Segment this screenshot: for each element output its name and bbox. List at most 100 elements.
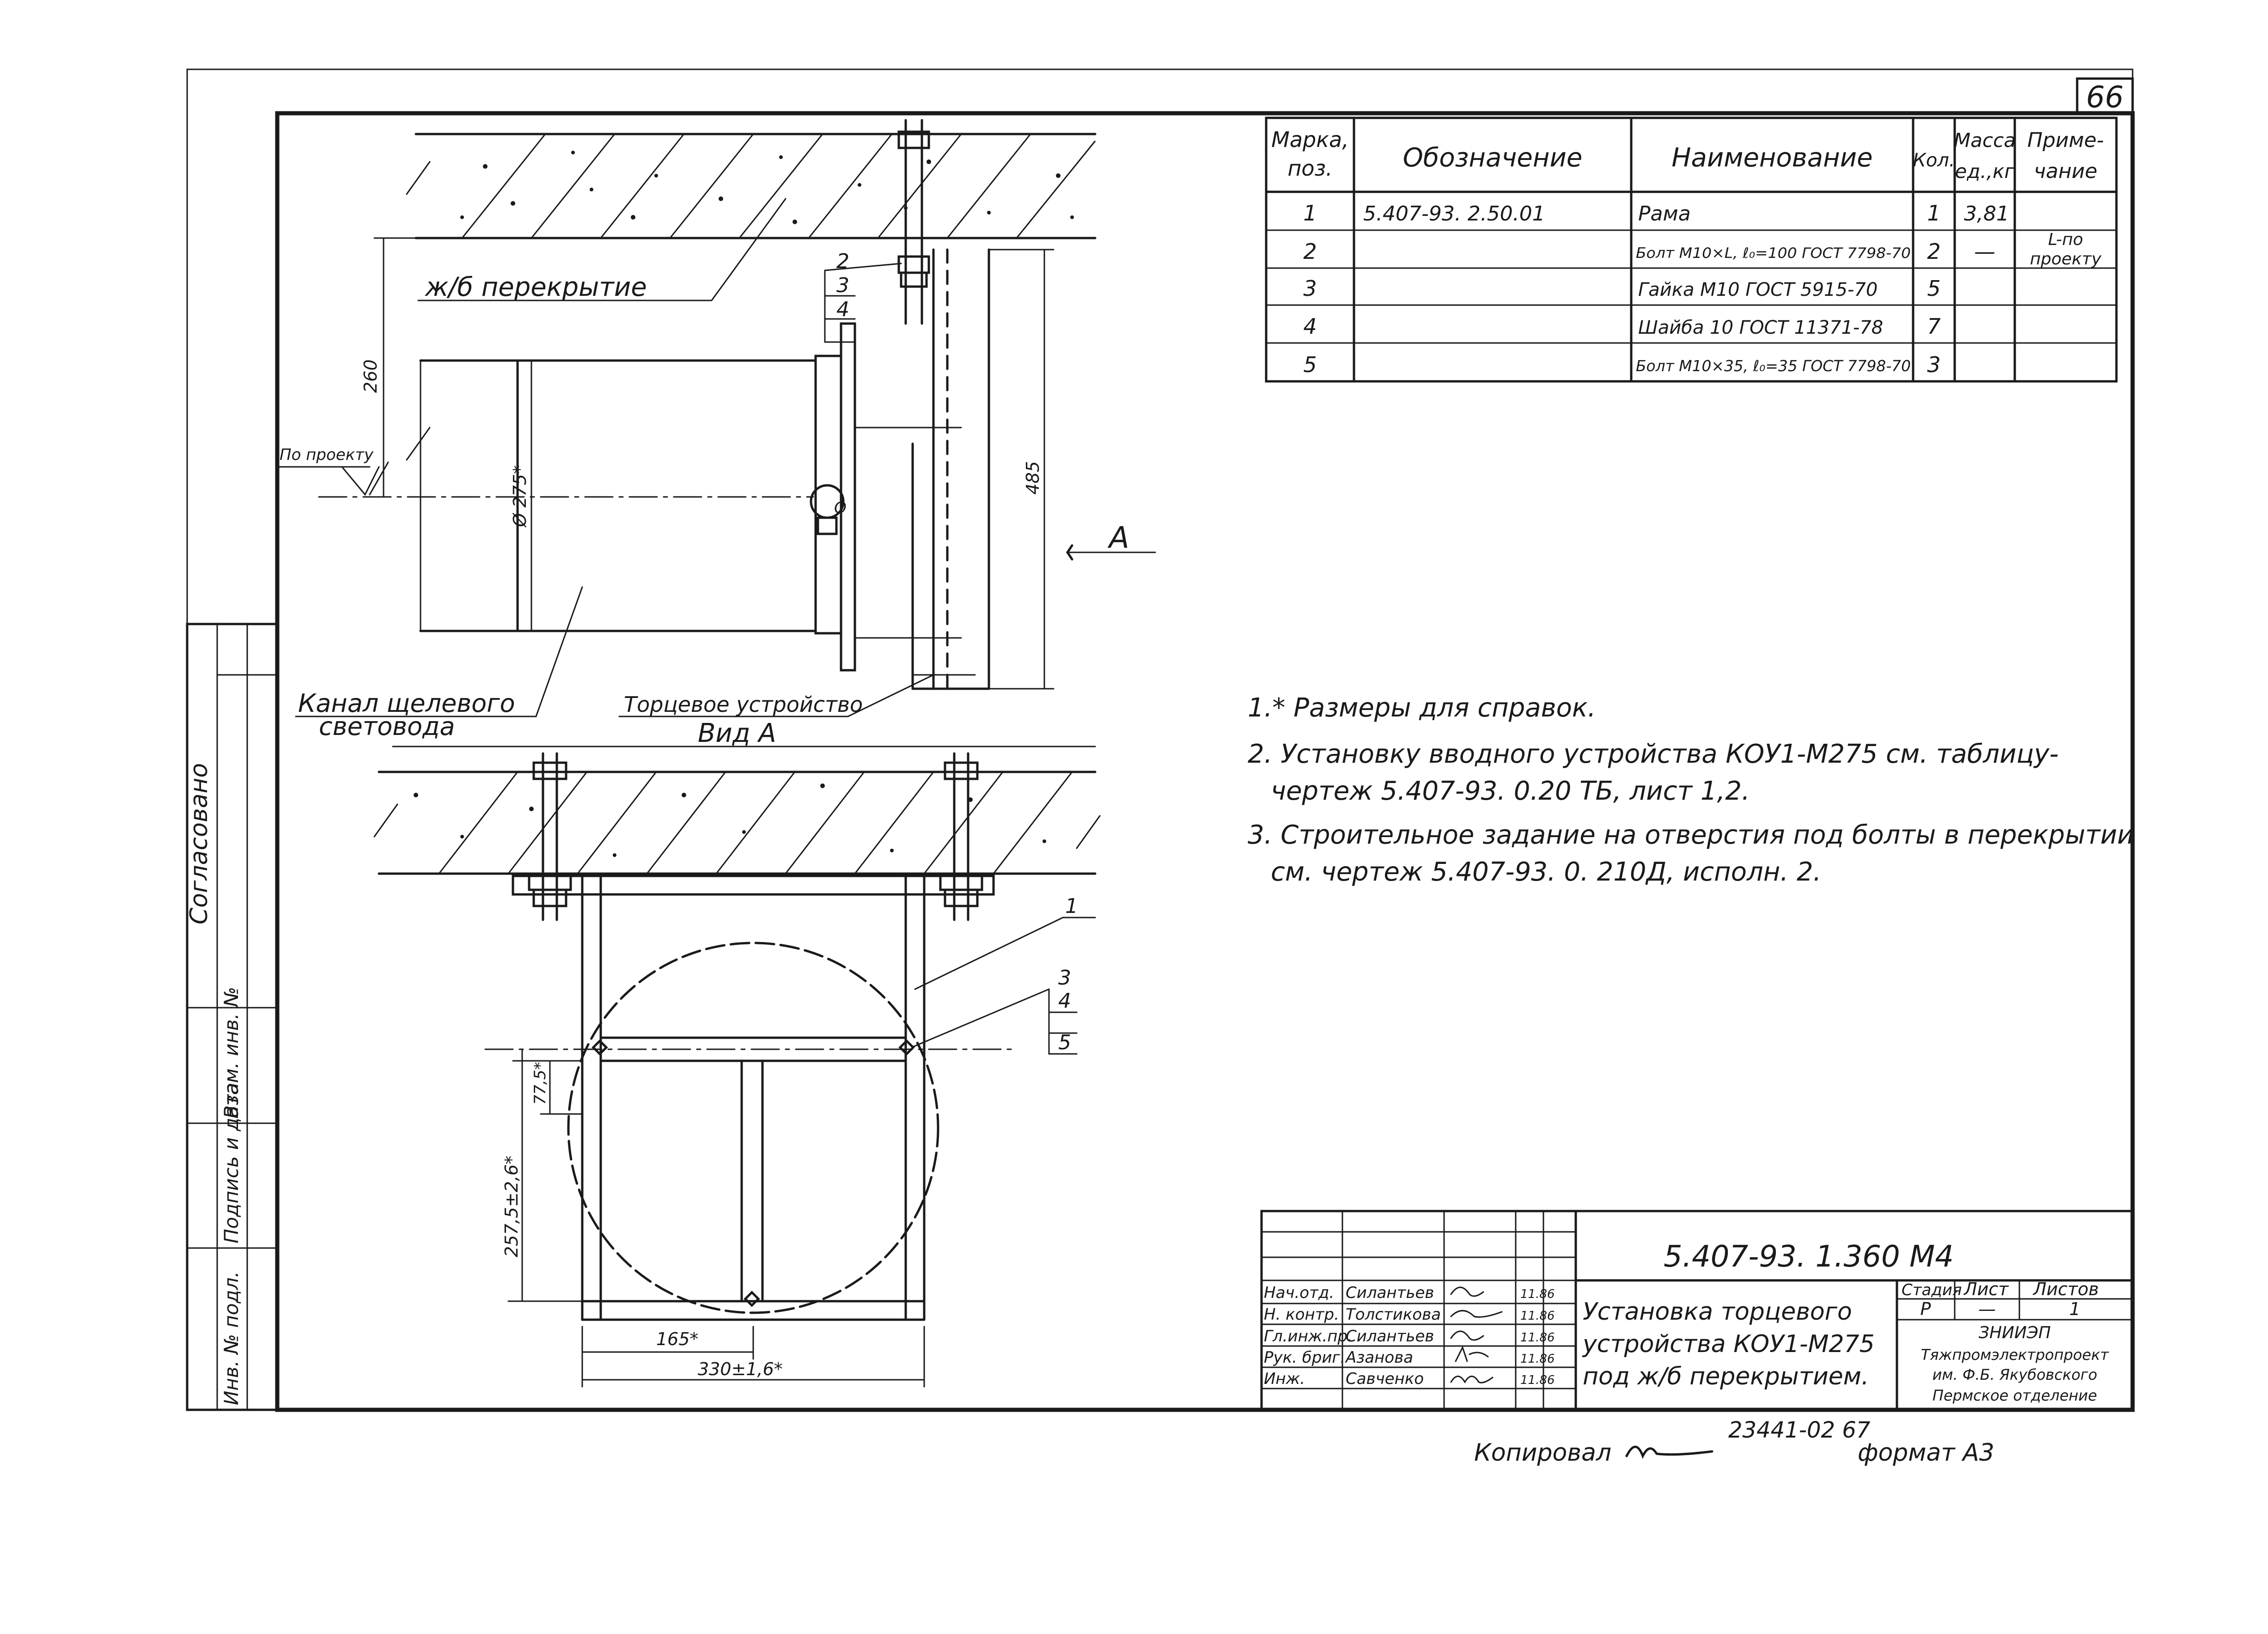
channel-label-l2: световода xyxy=(319,712,455,741)
org-line-3: им. Ф.Б. Якубовского xyxy=(1933,1366,2097,1383)
stage-value: Р xyxy=(1920,1299,1931,1319)
by-project-label: По проекту xyxy=(280,446,374,464)
spec-row-qty: 5 xyxy=(1927,276,1940,301)
slab-label: ж/б перекрытие xyxy=(424,272,647,302)
role-label: Рук. бриг. xyxy=(1264,1348,1345,1367)
sheet-number: 66 xyxy=(2086,80,2123,115)
dim-485: 485 xyxy=(1023,461,1043,495)
copied-label: Копировал xyxy=(1474,1439,1611,1467)
note-2-line-2: чертеж 5.407-93. 0.20 ТБ, лист 1,2. xyxy=(1271,776,1750,806)
copied-signature xyxy=(1625,1445,1713,1459)
concrete-slab-bottom xyxy=(373,771,1101,875)
spec-row-mass: 3,81 xyxy=(1964,202,2009,226)
sign-date-label: Подпись и дата xyxy=(220,1083,243,1243)
spec-row-qty: 3 xyxy=(1927,352,1940,377)
section-view xyxy=(279,119,1156,747)
note-3-line-2: см. чертеж 5.407-93. 0. 210Д, исполн. 2. xyxy=(1271,857,1821,887)
dimensions-top xyxy=(279,237,1055,690)
role-label: Н. контр. xyxy=(1264,1305,1339,1324)
org-line-1: ЗНИИЭП xyxy=(1979,1323,2051,1342)
channel-label-l1: Канал щелевого xyxy=(298,689,515,718)
spec-row-name: Гайка М10 ГОСТ 5915-70 xyxy=(1638,279,1878,300)
view-a-frame xyxy=(484,875,1018,1321)
spec-row-mark: 2 xyxy=(1303,239,1317,264)
end-device-bracket xyxy=(810,248,990,690)
role-name: Толстикова xyxy=(1346,1305,1441,1324)
role-label: Гл.инж.пр. xyxy=(1264,1327,1353,1346)
role-name: Силантьев xyxy=(1346,1284,1434,1302)
spec-header-mark-l1: Марка, xyxy=(1271,127,1349,152)
signature-mark xyxy=(1455,1346,1489,1362)
doc-code: 5.407-93. 1.360 М4 xyxy=(1664,1240,1954,1274)
spec-header-mass-l1: Масса xyxy=(1954,129,2016,152)
bolt-top xyxy=(897,119,930,325)
role-name: Силантьев xyxy=(1346,1327,1434,1346)
view-a-dimensions xyxy=(507,917,1096,1388)
role-name: Савченко xyxy=(1346,1370,1424,1388)
callout-2: 2 xyxy=(836,250,849,273)
dim-diameter: Ø 275* xyxy=(510,465,530,528)
role-date: 11.86 xyxy=(1520,1331,1555,1345)
role-date: 11.86 xyxy=(1520,1373,1555,1387)
note-3-line-1: 3. Строительное задание на отверстия под… xyxy=(1248,820,2134,850)
role-label: Нач.отд. xyxy=(1264,1284,1334,1302)
spec-header-mass-l2: ед.,кг xyxy=(1955,160,2015,183)
inv-number: 23441-02 67 xyxy=(1728,1417,1871,1443)
title-line-2: устройства КОУ1-М275 xyxy=(1582,1330,1875,1358)
leaders-top xyxy=(295,198,1156,747)
dim-260: 260 xyxy=(360,359,381,393)
callout-1: 1 xyxy=(1065,894,1078,918)
title-block-grid xyxy=(1260,1210,2134,1411)
dim-330: 330±1,6* xyxy=(698,1359,783,1379)
title-line-1: Установка торцевого xyxy=(1583,1298,1852,1326)
spec-header-qty: Кол. xyxy=(1913,150,1955,171)
role-name: Азанова xyxy=(1345,1348,1413,1367)
role-label: Инж. xyxy=(1264,1370,1305,1388)
spec-row-qty: 7 xyxy=(1927,314,1940,339)
spec-row-name: Шайба 10 ГОСТ 11371-78 xyxy=(1638,317,1883,338)
spec-row-name: Рама xyxy=(1638,202,1691,226)
signature-mark xyxy=(1450,1330,1484,1341)
title-line-3: под ж/б перекрытием. xyxy=(1583,1363,1869,1390)
concrete-slab-top xyxy=(406,133,1097,239)
arrow-a-label: А xyxy=(1107,521,1129,555)
callout-b3: 3 xyxy=(1058,966,1071,990)
dim-77: 77,5* xyxy=(531,1062,549,1105)
spec-row-qty: 1 xyxy=(1927,201,1940,226)
callout-b5: 5 xyxy=(1058,1031,1071,1054)
spec-row-designation: 5.407-93. 2.50.01 xyxy=(1363,202,1545,226)
spec-row-mass: — xyxy=(1974,239,1995,264)
spec-row-note-l1: L-по xyxy=(2048,230,2083,249)
callout-3: 3 xyxy=(836,274,849,297)
view-a-bolts xyxy=(528,752,983,921)
role-date: 11.86 xyxy=(1520,1287,1555,1301)
spec-row-note-l2: проекту xyxy=(2030,250,2102,269)
sheets-label: Листов xyxy=(2032,1279,2099,1299)
view-a-label: Вид А xyxy=(698,718,776,748)
agreed-label: Согласовано xyxy=(185,763,213,924)
signature-mark xyxy=(1450,1376,1494,1383)
spec-row-name: Болт М10×L, ℓ₀=100 ГОСТ 7798-70 xyxy=(1636,245,1911,262)
left-approval-strip xyxy=(186,623,279,1411)
inv-original-label: Инв. № подл. xyxy=(220,1271,243,1405)
org-line-2: Тяжпромэлектропроект xyxy=(1921,1346,2109,1364)
signature-mark xyxy=(1450,1286,1484,1297)
spec-header-name: Наименование xyxy=(1671,143,1872,173)
callout-4: 4 xyxy=(836,298,849,321)
sheets-value: 1 xyxy=(2069,1299,2080,1319)
note-2-line-1: 2. Установку вводного устройства КОУ1-М2… xyxy=(1248,739,2059,769)
hole-label: О xyxy=(834,499,847,517)
spec-row-name: Болт М10×35, ℓ₀=35 ГОСТ 7798-70 xyxy=(1636,357,1911,375)
view-a xyxy=(373,752,1101,1388)
spec-header-note-l1: Приме- xyxy=(2027,129,2104,152)
spec-header-designation: Обозначение xyxy=(1403,143,1583,173)
sheet-label: Лист xyxy=(1963,1279,2009,1299)
signature-mark xyxy=(1450,1310,1503,1318)
spec-row-mark: 3 xyxy=(1303,276,1317,301)
role-date: 11.86 xyxy=(1520,1352,1555,1366)
end-device-label: Торцевое устройство xyxy=(624,692,863,717)
format-label: формат А3 xyxy=(1858,1439,1994,1467)
dim-165: 165* xyxy=(656,1329,699,1349)
